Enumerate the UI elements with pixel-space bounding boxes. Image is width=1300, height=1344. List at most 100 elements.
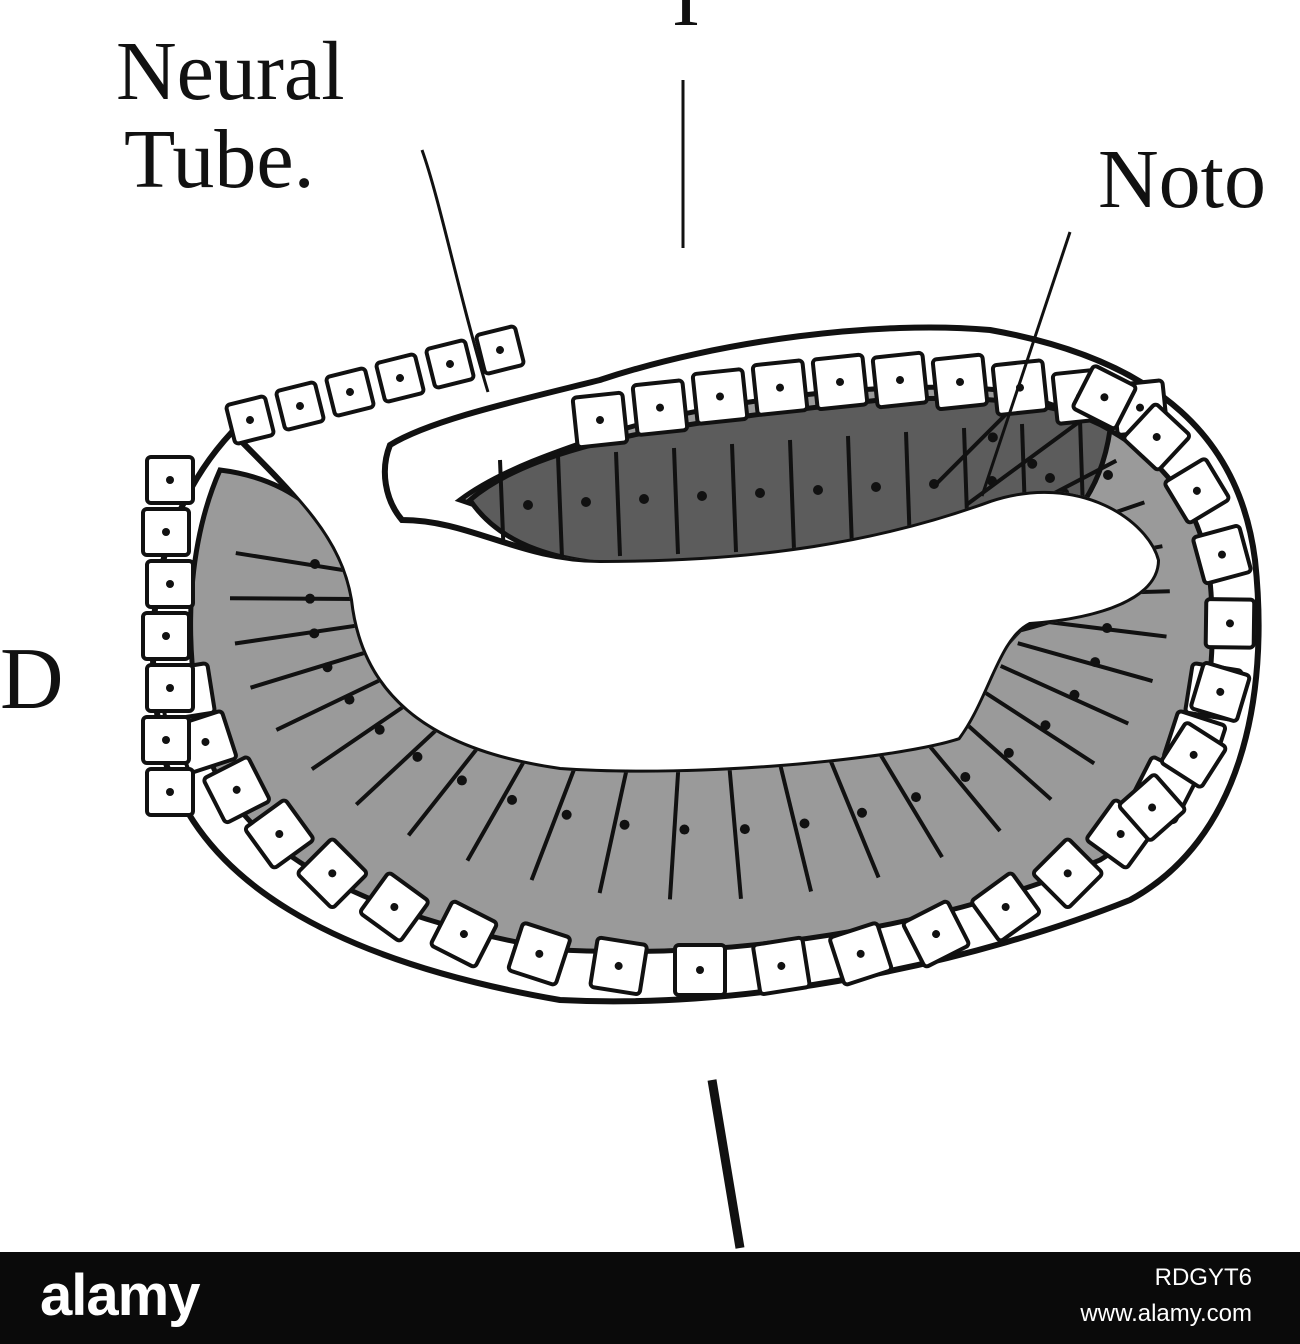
cell-nucleus [412,751,423,762]
ectoderm-cell [930,352,990,412]
label-d-letter: D [0,631,64,728]
ectoderm-cell [374,352,426,404]
cell-wall [672,447,680,555]
cell-nucleus [1090,657,1101,668]
cell-nucleus [639,494,649,504]
cell-nucleus [1098,553,1109,564]
cell-nucleus [911,792,922,803]
cell-wall [529,748,584,881]
cell-wall [868,736,944,859]
ectoderm-cell [324,366,376,418]
ectoderm-cell [828,921,894,987]
cell-nucleus [929,479,939,489]
cell-wall [234,621,374,646]
watermark-logo: alamy [40,1263,200,1328]
cell-wall [823,747,881,879]
ectoderm-cell [141,611,191,661]
ectoderm-cell [202,755,271,825]
cell-wall [667,759,681,900]
cell-nucleus [1027,458,1038,469]
cell-nucleus [1104,588,1115,599]
cell-nucleus [305,593,316,604]
cell-nucleus [1069,689,1080,700]
cell-nucleus [960,772,971,783]
ectoderm-cell [224,394,276,446]
cell-wall [730,443,738,553]
ectoderm-cell [1117,773,1187,842]
annotation-lines [420,80,1072,1249]
cell-nucleus [856,807,867,818]
cell-wall [614,451,622,557]
ectoderm-cell [506,921,572,987]
ectoderm-cell [474,324,526,376]
label-neural-line2: Tube. [124,113,315,206]
ectoderm-cell [570,390,630,450]
diagram-figure: I Neural Tube. Noto D [0,0,1266,1249]
ectoderm-cell [750,358,810,417]
cell-wall [788,439,796,551]
cell-wall [1011,500,1146,550]
ectoderm-cell [810,352,870,412]
ectoderm-cell [424,338,476,390]
ectoderm-cell [145,767,195,817]
cell-nucleus [309,628,320,639]
cell-nucleus [322,662,333,673]
cell-nucleus [561,809,572,820]
cell-nucleus [813,485,823,495]
cell-nucleus [697,491,707,501]
cell-wall [597,755,632,894]
ectoderm-cell [870,350,930,410]
watermark-info: RDGYT6 www.alamy.com [1080,1260,1252,1332]
cell-wall [999,664,1130,726]
ectoderm-cell [1203,597,1257,650]
ectoderm-cell [359,871,430,943]
cell-nucleus [1045,473,1055,483]
cell-wall [249,644,386,690]
watermark-footer: alamy RDGYT6 www.alamy.com [0,1252,1300,1344]
cell-nucleus [1003,747,1014,758]
cell-nucleus [619,819,630,830]
cell-nucleus [1102,623,1113,634]
cell-wall [229,596,371,602]
cell-nucleus [1083,520,1094,531]
label-neural-tube: Neural Tube. [116,30,345,202]
ectoderm-cell [1163,457,1231,525]
ectoderm-cell [673,943,727,997]
cell-nucleus [581,497,591,507]
ectoderm-cell [145,559,195,609]
cell-nucleus [1040,720,1051,731]
ectoderm-cell [141,715,191,765]
ectoderm-cell [630,378,690,437]
cell-wall [975,685,1096,766]
ectoderm-cell [1160,721,1228,789]
cell-wall [726,759,743,900]
ectoderm-cell [1071,364,1138,431]
ectoderm-cell [141,507,191,557]
ectoderm-cell [296,837,369,910]
ectoderm-cell [145,663,195,713]
cell-nucleus [309,559,320,570]
cell-nucleus [755,488,765,498]
ectoderm-cell [1189,660,1252,723]
cell-wall [556,455,564,559]
cell-nucleus [507,794,518,805]
cell-wall [1024,544,1163,574]
ectoderm-cell [690,367,750,426]
ectoderm-cell [274,380,326,432]
ectoderm-cell [145,455,195,505]
ectoderm-cell [751,935,812,996]
ectoderm-cell [243,798,315,870]
cell-nucleus [739,824,750,835]
image-id: RDGYT6 [1154,1264,1252,1291]
ectoderm-cell [429,899,499,969]
ectoderm-cell [901,899,971,969]
embryo-section-drawing [141,80,1262,1249]
cell-nucleus [679,824,690,835]
label-top-letter: I [672,0,700,40]
cell-nucleus [456,775,467,786]
cell-nucleus [799,818,810,829]
label-neural-line1: Neural [116,25,345,118]
ectoderm-cell [1031,837,1104,910]
ectoderm-cell [990,358,1050,417]
ectoderm-cell [970,871,1041,943]
